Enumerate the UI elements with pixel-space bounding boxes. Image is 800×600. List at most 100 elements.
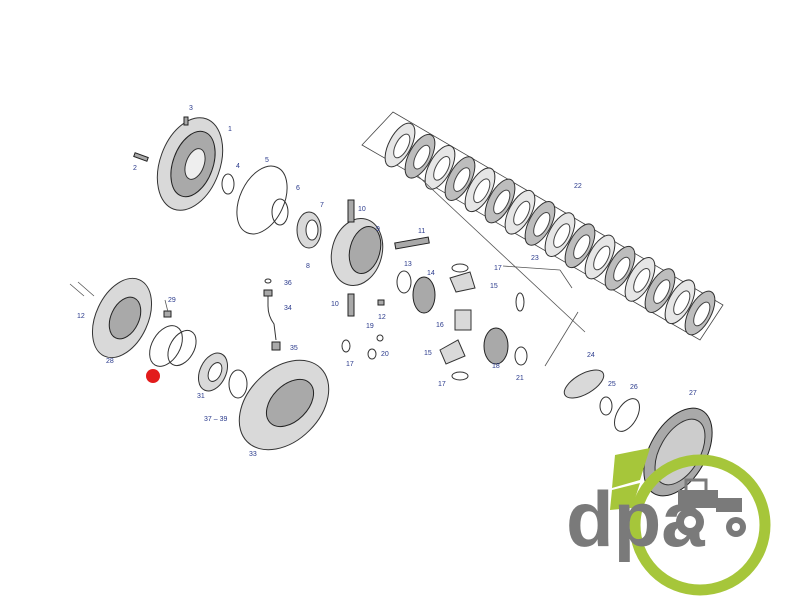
part-18-gear [483, 327, 509, 365]
part-label: 37 – 39 [204, 416, 227, 423]
part-1-flange [156, 117, 224, 211]
part-9-diff-housing [330, 218, 384, 286]
clutch-plate-bore [433, 156, 451, 181]
part-25-ring [599, 396, 613, 416]
part-label: 29 [168, 297, 176, 304]
part-28-flange [91, 277, 153, 359]
part-label: 21 [516, 375, 524, 382]
part-label: 22 [574, 183, 582, 190]
clutch-plate-bore [393, 133, 411, 159]
clutch-plate-bore [673, 290, 691, 316]
clutch-plate-bore [453, 167, 471, 192]
part-label: 36 [284, 280, 292, 287]
oring-highlighted [149, 325, 183, 367]
part-7-bearing [296, 211, 322, 249]
part-14-bevel-gear [412, 276, 436, 314]
highlight-marker [146, 369, 160, 383]
part-label: 2 [133, 165, 137, 172]
part-label: 23 [531, 255, 539, 262]
part-label: 12 [378, 314, 386, 321]
part-label: 10 [331, 301, 339, 308]
part-17-washer-b [341, 339, 351, 353]
part-label: 6 [296, 185, 300, 192]
part-20-ring [367, 348, 377, 360]
part-label: 28 [106, 358, 114, 365]
part-label: 9 [376, 226, 380, 233]
clutch-plate-bore [593, 245, 611, 271]
part-label: 25 [608, 381, 616, 388]
clutch-plate-bore [653, 279, 671, 304]
leader-lines [69, 175, 586, 367]
part-label: 33 [249, 451, 257, 458]
part-label: 7 [320, 202, 324, 209]
part-23-washer [515, 292, 525, 312]
clutch-plate-bore [693, 301, 711, 327]
tractor-icon [676, 478, 746, 537]
part-label: 26 [630, 384, 638, 391]
part-11-shaft [394, 236, 430, 250]
part-label: 31 [197, 393, 205, 400]
part-label: 17 [346, 361, 354, 368]
part-26-oring [614, 398, 640, 432]
clutch-plate-bore [633, 268, 651, 293]
clutch-plate-stack [361, 111, 724, 341]
part-15-pinion-top [449, 271, 476, 293]
part-label: 16 [436, 322, 444, 329]
clutch-plate-bore [573, 234, 591, 260]
dpa-logo: dpa [566, 448, 771, 596]
part-label: 20 [381, 351, 389, 358]
part-label: 10 [358, 206, 366, 213]
clutch-plate-bore [613, 256, 631, 282]
part-label: 34 [284, 305, 292, 312]
part-10-pin-top [347, 199, 355, 223]
part-ring-37-39 [228, 369, 248, 399]
part-21-washer [514, 346, 528, 366]
clutch-plate-bore [473, 178, 491, 204]
part-6-ring [271, 198, 289, 226]
clutch-plate-bore [413, 144, 431, 170]
part-label: 4 [236, 163, 240, 170]
part-label: 15 [424, 350, 432, 357]
part-label: 13 [404, 261, 412, 268]
part-label: 35 [290, 345, 298, 352]
part-36-seal [264, 278, 272, 284]
part-label: 12 [77, 313, 85, 320]
part-label: 5 [265, 157, 269, 164]
clutch-plate-bore [493, 189, 511, 215]
part-19-pin [376, 334, 384, 342]
part-5-oring [236, 165, 288, 235]
part-3-bolt [183, 116, 189, 126]
part-label: 27 [689, 390, 697, 397]
part-2-pin [133, 152, 149, 162]
part-label: 1 [228, 126, 232, 133]
part-label: 15 [490, 283, 498, 290]
part-17-washer-a [451, 263, 469, 273]
part-10-pin-bottom [347, 293, 355, 317]
part-17-washer-c [451, 371, 469, 381]
part-4-ring [221, 173, 235, 195]
part-label: 18 [492, 363, 500, 370]
oring-secondary [167, 329, 197, 367]
part-34-fitting [263, 289, 273, 297]
clutch-plate-bore [533, 212, 551, 237]
part-15-pinion-bottom [439, 339, 466, 365]
part-33-housing [238, 359, 330, 451]
part-label: 8 [306, 263, 310, 270]
part-12-screw [377, 299, 385, 306]
part-label: 17 [438, 381, 446, 388]
part-31-bearing [197, 352, 229, 392]
part-label: 19 [366, 323, 374, 330]
part-24-disc [563, 369, 605, 399]
clutch-plate-bore [513, 200, 531, 226]
part-label: 3 [189, 105, 193, 112]
clutch-plate-bore [553, 223, 571, 248]
part-16-block [454, 309, 472, 331]
part-label: 17 [494, 265, 502, 272]
part-34-pipe [267, 292, 277, 341]
part-label: 11 [418, 228, 425, 235]
part-29-plug [163, 310, 172, 318]
part-label: 24 [587, 352, 595, 359]
